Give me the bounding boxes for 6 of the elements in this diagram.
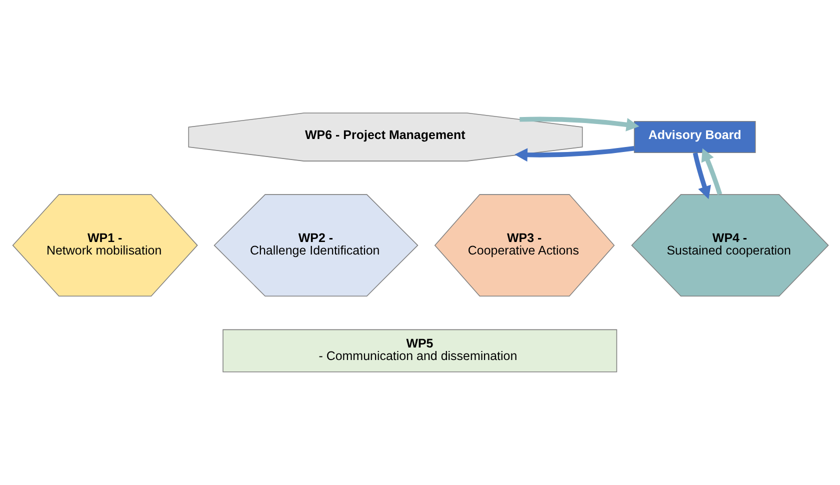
- arrow: [519, 116, 639, 132]
- arrow: [700, 148, 722, 196]
- arrow: [514, 146, 634, 162]
- node-box: Advisory Board: [633, 121, 756, 154]
- arrow: [692, 152, 710, 200]
- node-box: WP5 - Communication and dissemination: [222, 329, 617, 372]
